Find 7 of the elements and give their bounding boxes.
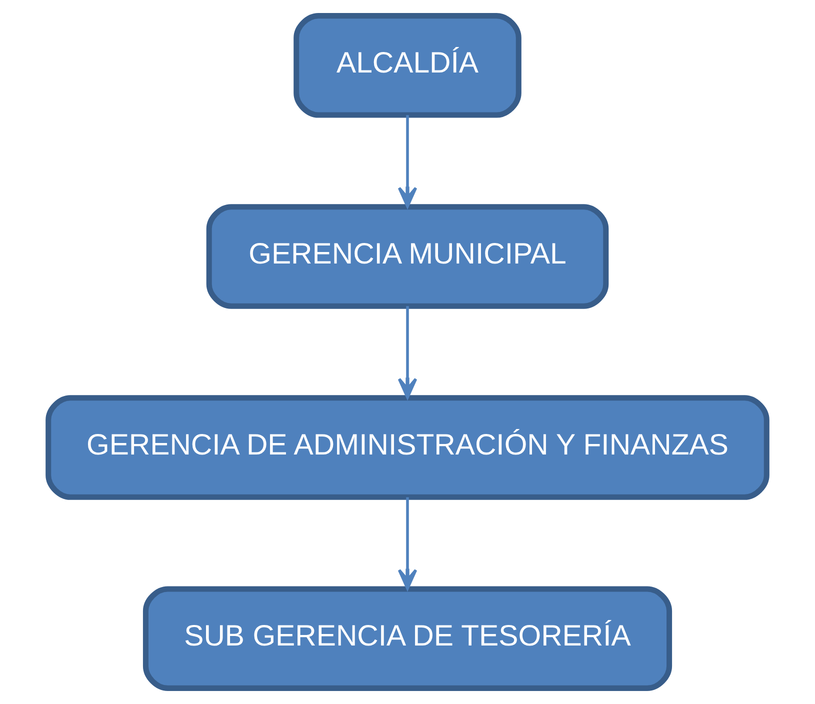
arrow [398,115,418,208]
node-box: ALCALDÍA [294,13,522,118]
node-box: SUB GERENCIA DE TESORERÍA [142,586,672,691]
node-box: GERENCIA DE ADMINISTRACIÓN Y FINANZAS [46,395,770,500]
arrow [398,497,418,590]
node-box: GERENCIA MUNICIPAL [206,204,609,309]
arrow [398,306,418,399]
